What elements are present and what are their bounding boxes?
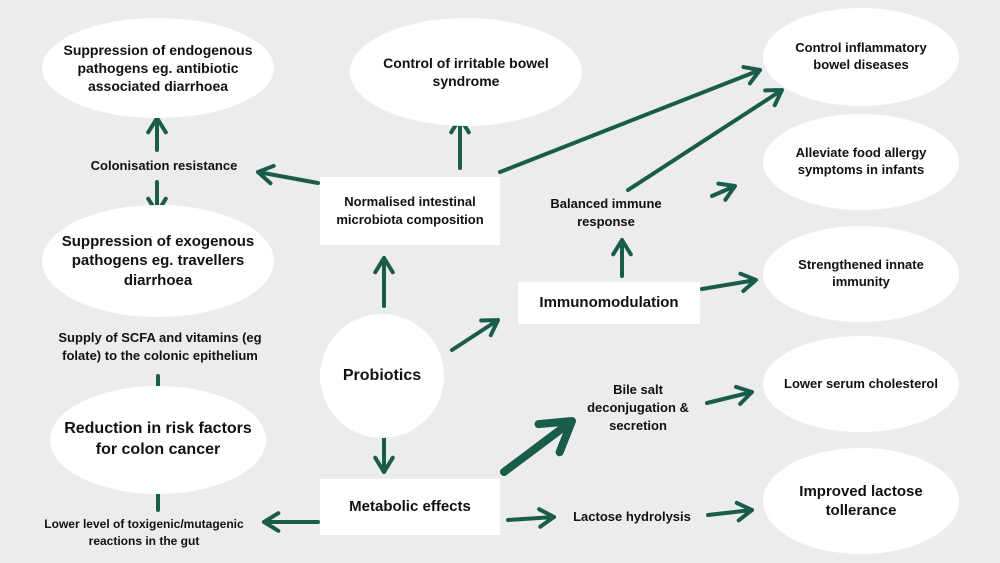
arrow-immuno-to-balanced: [611, 238, 633, 278]
arrow-balanced-to-ibd: [626, 88, 784, 192]
node-normalised-microbiota: Normalised intestinal microbiota composi…: [320, 177, 500, 245]
node-food-allergy-text: Alleviate food allergy symptoms in infan…: [795, 145, 927, 177]
node-probiotics: Probiotics: [320, 314, 444, 438]
node-normalised-microbiota-text: Normalised intestinal microbiota composi…: [336, 194, 484, 227]
node-ibd-text: Control inflammatory bowel diseases: [795, 40, 927, 72]
arrow-probiotics-to-immuno: [450, 318, 500, 352]
arrow-microbiota-to-ibd: [498, 65, 762, 174]
arrow-metabolic-to-toxigenic: [262, 511, 320, 533]
node-probiotics-text: Probiotics: [342, 366, 422, 384]
label-colonisation-resistance: Colonisation resistance: [90, 158, 238, 173]
node-immunomodulation-text: Immunomodulation: [539, 293, 679, 311]
node-innate-immunity-text: Strengthened innate immunity: [798, 257, 924, 289]
arrow-probiotics-to-metabolic: [373, 436, 395, 474]
arrow-colonisation-up: [146, 116, 168, 152]
arrow-balanced-to-allergy: [710, 181, 737, 202]
node-colon-cancer-text: Reduction in risk factors for colon canc…: [64, 420, 252, 458]
node-immunomodulation: Immunomodulation: [518, 282, 700, 324]
arrow-metabolic-to-lactose: [506, 507, 556, 529]
node-suppress-endogenous: Suppression of endogenous pathogens eg. …: [42, 18, 274, 118]
node-metabolic-effects-text: Metabolic effects: [349, 497, 471, 515]
label-scfa-supply: Supply of SCFA and vitamins (eg folate) …: [58, 330, 262, 364]
label-balanced-immune: Balanced immune response: [550, 196, 662, 230]
arrow-bile-to-cholesterol: [705, 384, 754, 406]
node-ibs: Control of irritable bowel syndrome: [350, 18, 582, 126]
node-cholesterol-text: Lower serum cholesterol: [784, 375, 938, 391]
node-colon-cancer: Reduction in risk factors for colon canc…: [50, 386, 266, 494]
arrow-microbiota-to-colonisation: [256, 163, 320, 186]
node-suppress-endogenous-text: Suppression of endogenous pathogens eg. …: [63, 41, 253, 95]
node-metabolic-effects: Metabolic effects: [320, 479, 500, 535]
arrow-probiotics-to-microbiota: [373, 256, 395, 308]
label-lactose-hydrolysis: Lactose hydrolysis: [573, 509, 691, 524]
node-suppress-exogenous-text: Suppression of exogenous pathogens eg. t…: [61, 232, 255, 289]
label-lower-toxigenic: Lower level of toxigenic/mutagenic react…: [44, 517, 244, 548]
node-innate-immunity: Strengthened innate immunity: [763, 226, 959, 322]
node-lactose-tolerance-text: Improved lactose tollerance: [799, 482, 923, 520]
node-ibs-text: Control of irritable bowel syndrome: [383, 54, 549, 89]
node-food-allergy: Alleviate food allergy symptoms in infan…: [763, 114, 959, 210]
label-bile-salt: Bile salt deconjugation & secretion: [587, 382, 689, 434]
arrow-lactose-to-tolerance: [706, 500, 754, 523]
arrow-immuno-to-innate: [700, 271, 758, 294]
node-cholesterol: Lower serum cholesterol: [763, 336, 959, 432]
node-ibd: Control inflammatory bowel diseases: [763, 8, 959, 106]
node-suppress-exogenous: Suppression of exogenous pathogens eg. t…: [42, 205, 274, 317]
node-lactose-tolerance: Improved lactose tollerance: [763, 448, 959, 554]
arrow-metabolic-to-bile: [500, 417, 576, 476]
